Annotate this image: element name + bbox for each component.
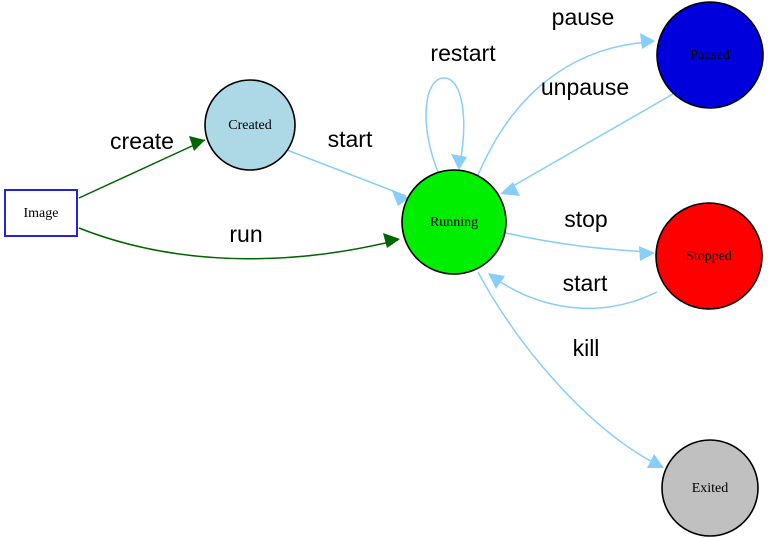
node-image[interactable]: Image [4,189,78,237]
node-shape-running[interactable] [401,169,507,275]
edge-line-kill [477,271,659,466]
edge-line-start-stopped [492,276,658,309]
node-running[interactable]: Running [401,169,507,275]
arrowhead-restart [451,154,467,170]
edge-line-pause [477,41,649,176]
arrowhead-stop [639,246,655,261]
node-created[interactable]: Created [204,79,296,171]
edge-label-stop: stop [564,206,607,232]
node-shape-exited[interactable] [661,439,759,537]
node-paused[interactable]: Paused [656,1,764,109]
edge-line-start-created [286,149,407,197]
arrowhead-create [189,136,205,151]
edge-start-created [286,149,409,206]
edge-layer [78,33,674,468]
edge-pause [477,33,655,176]
edge-stop [505,232,655,261]
edge-label-restart: restart [430,40,496,66]
edge-label-start-stopped: start [563,270,608,296]
arrowhead-kill [647,454,664,468]
edge-line-unpause [505,93,674,191]
edge-label-kill: kill [573,335,600,361]
arrowhead-start-stopped [488,273,505,289]
edge-label-run: run [229,221,262,247]
edge-line-stop [505,232,649,253]
node-shape-stopped[interactable] [655,202,763,310]
edge-run [78,227,400,260]
node-stopped[interactable]: Stopped [655,202,763,310]
arrowhead-pause [640,33,655,49]
edge-label-pause: pause [552,4,615,30]
edge-line-run [78,227,399,260]
node-shape-created[interactable] [204,79,296,171]
edge-label-start-created: start [328,126,373,152]
arrowhead-unpause [500,182,520,196]
edge-label-create: create [110,128,174,154]
arrowhead-run [383,233,400,248]
node-exited[interactable]: Exited [661,439,759,537]
edge-line-restart [425,77,465,173]
edge-start-stopped [488,273,658,309]
edge-restart [425,77,467,173]
edge-label-unpause: unpause [541,74,629,100]
node-shape-image[interactable] [4,189,78,237]
edge-create [78,136,206,199]
node-shape-paused[interactable] [656,1,764,109]
edge-line-create [78,139,206,199]
edge-kill [477,271,664,468]
arrowhead-start-created [392,191,409,206]
edge-unpause [500,93,674,196]
